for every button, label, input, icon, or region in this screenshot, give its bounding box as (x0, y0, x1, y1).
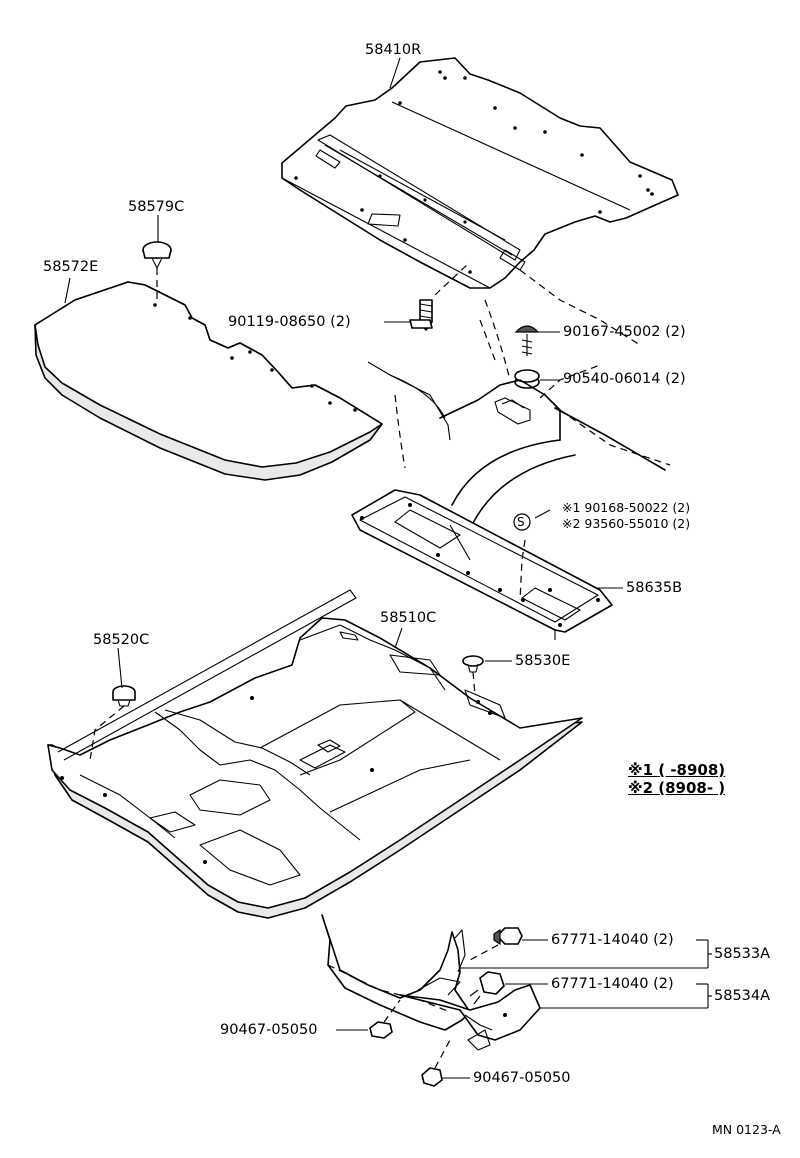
floor-carpet-58510c (47, 589, 583, 919)
step-panel-58534a (399, 984, 541, 1051)
cross-member-58635b (351, 489, 613, 640)
label-58530e: 58530E (515, 653, 571, 669)
label-90467-lower: 90467-05050 (473, 1070, 571, 1086)
label-58520c: 58520C (93, 632, 150, 648)
label-90167: 90167-45002 (2) (563, 324, 686, 340)
floor-cover-58572e (34, 281, 383, 481)
label-90168: ※1 90168-50022 (2) (562, 500, 691, 515)
clip-67771-upper (469, 927, 523, 961)
s-mark (513, 513, 531, 531)
label-58510c: 58510C (380, 610, 437, 626)
label-58635b: 58635B (626, 580, 683, 596)
washer-90540 (514, 369, 540, 389)
body-outline (367, 269, 671, 526)
label-90540: 90540-06014 (2) (563, 371, 686, 387)
bolt-90119 (409, 261, 471, 331)
label-58533a: 58533A (714, 946, 771, 962)
footer-code: MN 0123-A (712, 1122, 781, 1137)
label-58410r: 58410R (365, 42, 422, 58)
screw-90467-lower (421, 1039, 451, 1087)
leader-lines (64, 57, 712, 1079)
label-67771-upper: 67771-14040 (2) (551, 932, 674, 948)
clip-67771-lower (469, 971, 505, 1005)
cap-58579c (142, 241, 172, 302)
clip-58530e (462, 655, 484, 696)
note-2: ※2 (8908- ) (628, 779, 726, 797)
label-93560: ※2 93560-55010 (2) (562, 516, 691, 531)
screw-90167 (514, 325, 540, 356)
label-58572e: 58572E (43, 259, 99, 275)
s-mark-text: S (517, 515, 525, 529)
label-67771-lower: 67771-14040 (2) (551, 976, 674, 992)
label-90119: 90119-08650 (2) (228, 314, 351, 330)
label-90467-upper: 90467-05050 (220, 1022, 318, 1038)
note-1: ※1 ( -8908) (628, 761, 726, 779)
floor-panel-58410r (281, 57, 679, 289)
screw-90467-upper (369, 999, 401, 1039)
clip-58520c (89, 685, 136, 761)
label-58534a: 58534A (714, 988, 771, 1004)
step-panel-58533a (321, 914, 471, 1031)
label-58579c: 58579C (128, 199, 185, 215)
